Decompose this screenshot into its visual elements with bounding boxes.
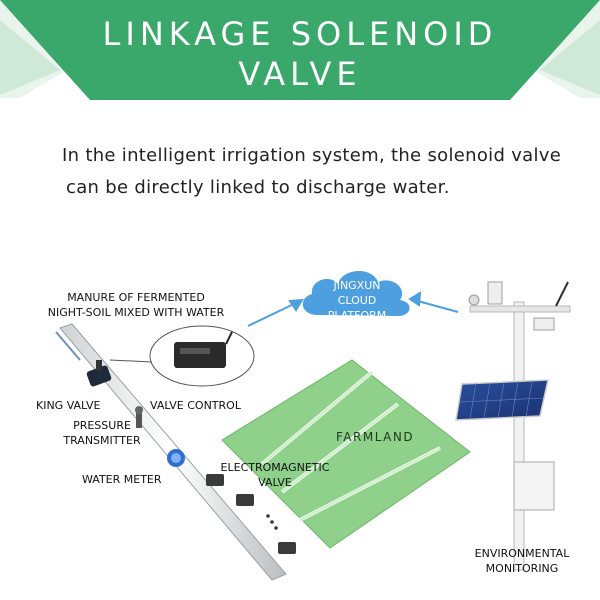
intro-line-1: In the intelligent irrigation system, th… — [62, 145, 562, 166]
environmental-monitoring-label: ENVIRONMENTAL MONITORING — [456, 546, 588, 576]
irrigation-diagram — [55, 270, 571, 581]
electromagnetic-label-line2: VALVE — [258, 476, 292, 489]
pressure-transmitter-label: PRESSURE TRANSMITTER — [52, 418, 152, 448]
banner-title-line2: VALVE — [238, 55, 362, 93]
environmental-label-line2: MONITORING — [485, 562, 559, 575]
electromagnetic-valve-label: ELECTROMAGNETIC VALVE — [220, 460, 330, 490]
environmental-monitoring-station — [455, 281, 571, 571]
manure-label-line1: MANURE OF FERMENTED — [67, 291, 205, 304]
banner-title: LINKAGE SOLENOID VALVE — [100, 14, 500, 94]
intro-line-2: can be directly linked to discharge wate… — [66, 177, 450, 198]
manure-label: MANURE OF FERMENTED NIGHT-SOIL MIXED WIT… — [36, 290, 236, 320]
valve-control-label: VALVE CONTROL — [150, 399, 241, 412]
pressure-label-line2: TRANSMITTER — [63, 434, 141, 447]
cloud-label-line2: CLOUD — [337, 294, 377, 307]
farmland-label: FARMLAND — [336, 430, 415, 444]
cloud-platform-icon — [302, 270, 410, 316]
farmland-field — [221, 359, 471, 549]
electromagnetic-label-line1: ELECTROMAGNETIC — [220, 461, 330, 474]
water-meter-label: WATER METER — [82, 473, 162, 486]
title-banner: LINKAGE SOLENOID VALVE — [0, 0, 600, 100]
pressure-label-line1: PRESSURE — [73, 419, 131, 432]
cloud-label-line1: JINGXUN — [333, 279, 381, 292]
pressure-transmitter-icon — [135, 406, 143, 428]
electromagnetic-valves — [206, 474, 296, 554]
king-valve-icon — [86, 360, 112, 387]
king-valve-label: KING VALVE — [36, 399, 101, 412]
manure-label-line2: NIGHT-SOIL MIXED WITH WATER — [47, 306, 225, 319]
cloud-platform-label: JINGXUN CLOUD PLATFORM — [312, 278, 402, 323]
water-meter-icon — [167, 449, 185, 467]
intro-text: In the intelligent irrigation system, th… — [62, 140, 582, 204]
cloud-label-line3: PLATFORM — [327, 309, 387, 322]
banner-shape — [0, 0, 600, 100]
banner-title-line1: LINKAGE SOLENOID — [102, 15, 498, 53]
environmental-label-line1: ENVIRONMENTAL — [474, 547, 570, 560]
data-flow-arrows — [247, 291, 459, 327]
valve-control-callout — [109, 325, 255, 387]
